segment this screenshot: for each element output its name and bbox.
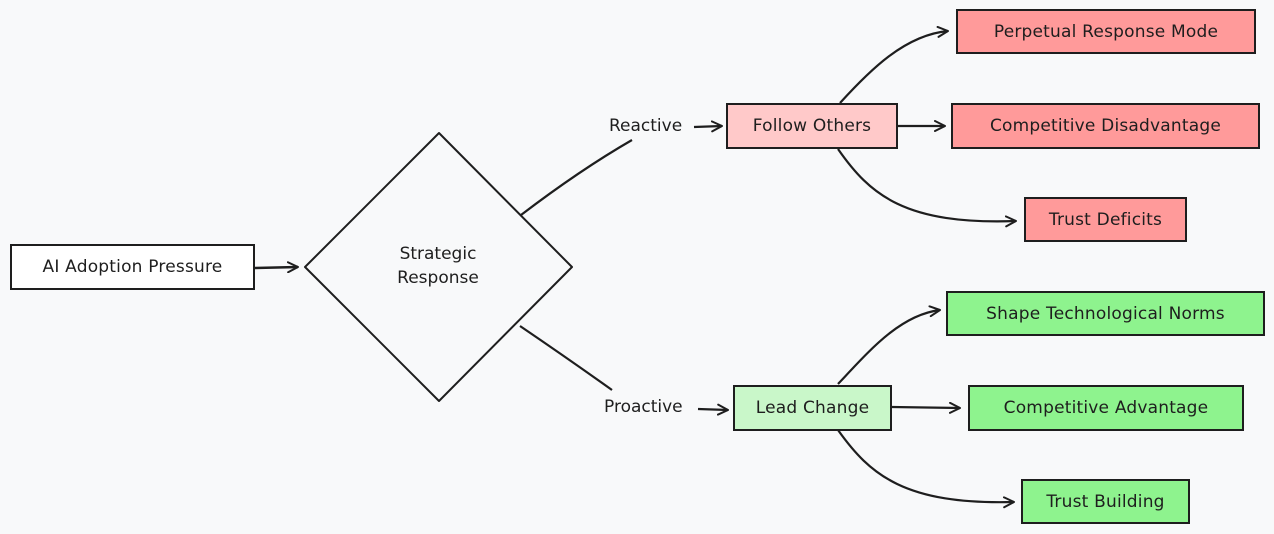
node-follow-others[interactable]: Follow Others [726, 103, 898, 149]
decision-diamond [304, 132, 573, 402]
node-competitive-advantage[interactable]: Competitive Advantage [968, 385, 1244, 431]
node-trust-building[interactable]: Trust Building [1021, 479, 1190, 524]
node-lead-change[interactable]: Lead Change [733, 385, 892, 431]
node-label: Competitive Advantage [1003, 398, 1209, 418]
arrow-proactive [519, 325, 728, 410]
decision-label: Strategic Response [358, 242, 518, 290]
arrow-to-perpetual-response [839, 25, 949, 104]
node-label: Shape Technological Norms [986, 303, 1225, 324]
arrow-start-to-decision [254, 261, 299, 274]
arrow-to-trust-building [837, 429, 1015, 509]
node-label: AI Adoption Pressure [42, 257, 223, 277]
node-trust-deficits[interactable]: Trust Deficits [1024, 197, 1187, 242]
arrow-reactive [520, 126, 722, 216]
node-label: Trust Deficits [1048, 209, 1163, 230]
arrow-to-trust-deficits [837, 148, 1017, 228]
node-ai-adoption-pressure[interactable]: AI Adoption Pressure [10, 244, 255, 290]
edge-label-reactive: Reactive [608, 116, 684, 136]
node-shape-technological-norms[interactable]: Shape Technological Norms [946, 291, 1265, 336]
node-label: Competitive Disadvantage [989, 116, 1222, 136]
decision-label-line2: Response [397, 268, 479, 288]
arrow-to-competitive-advantage [891, 401, 961, 414]
node-label: Trust Building [1046, 491, 1165, 512]
node-label: Perpetual Response Mode [993, 21, 1219, 42]
node-perpetual-response-mode[interactable]: Perpetual Response Mode [956, 9, 1256, 54]
edge-label-proactive: Proactive [603, 397, 684, 417]
node-competitive-disadvantage[interactable]: Competitive Disadvantage [951, 103, 1260, 149]
decision-label-line1: Strategic [399, 244, 477, 264]
node-label: Follow Others [752, 116, 872, 136]
arrow-to-shape-norms [837, 305, 941, 385]
node-label: Lead Change [755, 398, 870, 418]
